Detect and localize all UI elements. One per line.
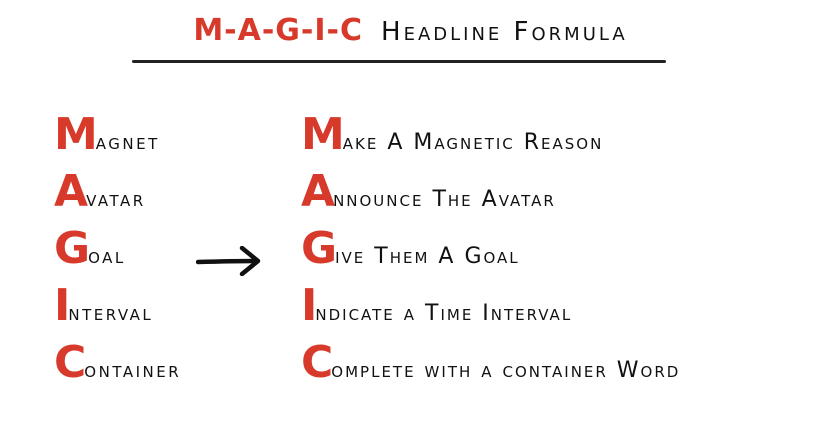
formula-row-m: Make A Magnetic Reason xyxy=(301,113,680,170)
formula-step-text: nnounce The Avatar xyxy=(333,187,556,212)
acronym-initial: M xyxy=(54,109,98,160)
acronym-initial: A xyxy=(54,166,88,217)
formula-initial: M xyxy=(301,109,345,160)
acronym-initial: G xyxy=(54,223,90,274)
formula-step-text: ndicate a Time Interval xyxy=(315,301,573,326)
page-title: M-A-G-I-C Headline Formula xyxy=(0,16,821,46)
formula-step-text: omplete with a container Word xyxy=(331,358,681,383)
formula-step-text: ake A Magnetic Reason xyxy=(342,130,604,155)
acronym-word: vatar xyxy=(86,187,146,212)
formula-row-g: Give Them A Goal xyxy=(301,227,680,284)
formula-initial: I xyxy=(301,280,317,331)
acronym-initial: C xyxy=(54,337,86,388)
acronym-initial: I xyxy=(54,280,70,331)
formula-row-c: Complete with a container Word xyxy=(301,341,680,398)
title-magic-acronym: M-A-G-I-C xyxy=(193,13,364,48)
acronym-row-c: Container xyxy=(54,341,181,398)
acronym-row-a: Avatar xyxy=(54,170,181,227)
acronym-word: ontainer xyxy=(84,358,182,383)
acronym-row-m: Magnet xyxy=(54,113,181,170)
acronym-word: nterval xyxy=(68,301,154,326)
acronym-word: oal xyxy=(88,244,126,269)
formula-initial: G xyxy=(301,223,337,274)
title-text: Headline Formula xyxy=(381,17,628,47)
formula-step-text: ive Them A Goal xyxy=(335,244,520,269)
acronym-row-g: Goal xyxy=(54,227,181,284)
formula-row-i: Indicate a Time Interval xyxy=(301,284,680,341)
acronym-row-i: Interval xyxy=(54,284,181,341)
formula-column: Make A Magnetic Reason Announce The Avat… xyxy=(301,113,680,398)
acronym-word: agnet xyxy=(95,130,160,155)
formula-initial: A xyxy=(301,166,335,217)
acronym-column: Magnet Avatar Goal Interval Container xyxy=(54,113,181,398)
right-arrow-icon xyxy=(196,246,261,276)
formula-row-a: Announce The Avatar xyxy=(301,170,680,227)
title-underline xyxy=(132,60,666,63)
formula-initial: C xyxy=(301,337,333,388)
